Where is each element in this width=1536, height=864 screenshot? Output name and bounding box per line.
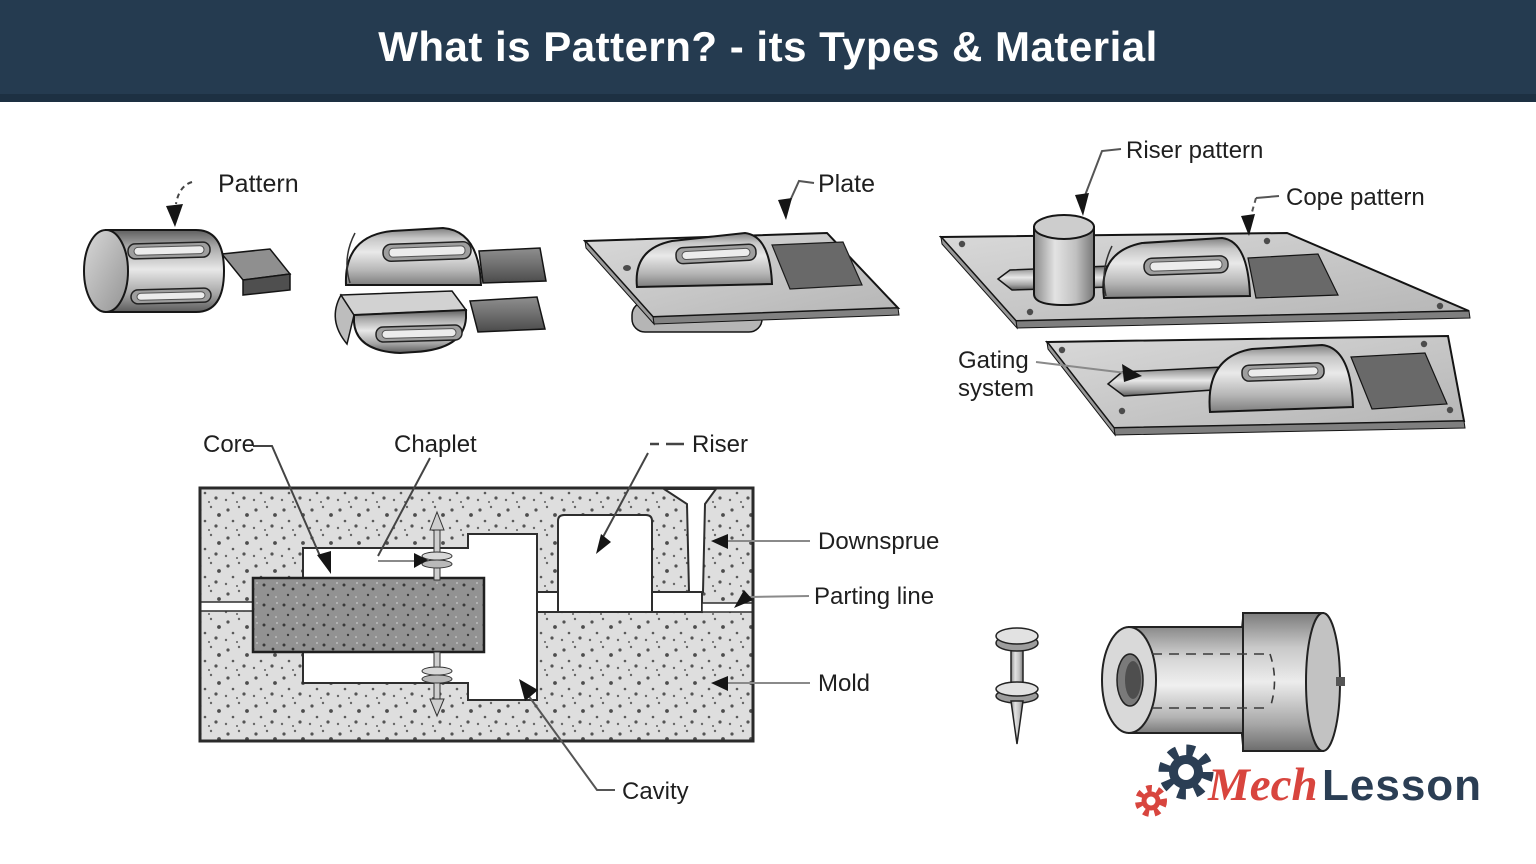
gating-arrowhead [1122,364,1142,382]
casting-right-nub [1336,677,1345,686]
cope-hole-2 [1263,237,1271,245]
parting-line-right [701,602,754,613]
label-plate: Plate [818,170,875,198]
mold-arrowhead [711,676,728,691]
nail-point [1010,700,1024,745]
pattern-tab-front-face [242,273,291,296]
gear-hole [1146,796,1156,806]
riser-arrowhead [596,534,611,554]
chaplet-pin-bottom [421,651,453,718]
label-gating-line1: Gating [958,347,1029,374]
riser-leader [602,452,649,538]
split-bottom-tab [469,296,546,333]
label-riser: Riser [692,431,748,458]
parting-line-left [199,601,254,612]
label-downsprue: Downsprue [818,528,939,555]
split-top-half-cap-line [346,232,356,284]
nail-flange-top [995,681,1039,697]
pattern-arrowhead [166,204,183,227]
page-title: What is Pattern? - its Types & Material [378,23,1158,70]
diagram-canvas: Pattern [0,110,1536,864]
cope-hole-3 [1436,302,1444,310]
label-core: Core [203,431,255,458]
split-top-tab [478,247,547,284]
riser-pattern-arrowhead [1075,193,1089,216]
gating-leader [1035,361,1127,374]
parting-line-arrowhead [734,590,753,608]
riser-pattern-leader [1083,148,1122,199]
casting-hidden-lines [1152,653,1270,709]
gear-teeth [1135,785,1167,817]
cored-casting-figure [1101,612,1345,752]
gear-icon [1158,744,1214,800]
cope-hole-1 [958,240,966,248]
cavity-leader [527,694,615,791]
cavity-arrowhead [519,679,538,701]
pattern-leader-line [175,181,193,205]
chaplet-nail-figure [995,627,1039,745]
chaplet-arrowhead [414,553,428,568]
pattern-slot-upper [127,241,211,260]
cope-drag-figure: Riser pattern Cope pattern Gating system [938,137,1471,437]
gear-icon [1135,785,1167,817]
cope-tab-imprint [1247,253,1339,299]
mold-riser-channel [557,514,653,613]
plate-leader-line [788,179,815,204]
label-gating-line2: system [958,375,1034,402]
label-parting-line: Parting line [814,583,934,610]
label-cope-pattern: Cope pattern [1286,184,1425,211]
logo-text-mech: Mech [1207,759,1318,811]
split-pattern-figure [334,226,547,355]
core-leader [253,445,321,557]
chaplet-pin-top [421,510,453,581]
plate-left-edge [584,239,655,326]
plate-tab-imprint [771,241,863,290]
mold-cross-section-figure: Core Chaplet Riser Downsprue Parting lin… [198,431,939,805]
cope-plate-left-edge [940,235,1018,330]
split-top-slot [382,240,472,263]
label-pattern: Pattern [218,170,299,198]
mold-core-block [251,576,486,654]
split-bottom-slot [375,324,463,343]
gear-hole [1178,764,1194,780]
riser-pattern-cylinder [1033,226,1095,307]
label-chaplet: Chaplet [394,431,477,458]
drag-pattern-slot [1241,362,1325,382]
casting-hidden-arc [1269,653,1276,709]
chaplet-leader-1 [377,457,431,557]
pattern-slot-lower [130,287,212,305]
drag-hole-4 [1446,406,1454,414]
plate-hole-left [623,265,631,271]
cope-pattern-slot [1143,255,1229,276]
label-mold: Mold [818,670,870,697]
match-plate-figure: Plate [582,170,901,333]
label-cavity: Cavity [622,778,689,805]
header-bar: What is Pattern? - its Types & Material [0,0,1536,102]
pattern-cylinder-end-cap [83,229,129,313]
riser-pattern-cylinder-top [1033,214,1095,240]
plate-arrowhead [778,198,792,220]
nail-head-top [995,627,1039,645]
cope-pattern-cap-line [1103,245,1113,297]
cope-hole-4 [1026,308,1034,316]
solid-pattern-figure: Pattern [83,170,299,313]
logo-text-lesson: Lesson [1322,761,1482,810]
brand-logo: Mech Lesson [1135,744,1482,817]
mold-outline [198,486,755,743]
split-bottom-cap [334,293,355,346]
gear-teeth [1158,744,1214,800]
drag-hole-2 [1118,407,1126,415]
downsprue-arrowhead [711,534,728,549]
drag-hole-1 [1058,346,1066,354]
cope-pattern-arrowhead [1241,214,1255,236]
plate-pattern-slot [675,243,757,265]
casting-flange-end-face [1305,612,1341,752]
casting-core-hole-shadow [1125,661,1141,699]
drag-tab-imprint [1350,352,1448,410]
cope-pattern-leader-1 [1255,195,1280,199]
parting-line-leader [747,595,810,598]
drag-hole-3 [1420,340,1428,348]
label-riser-pattern: Riser pattern [1126,137,1263,164]
core-arrowhead [317,551,331,574]
